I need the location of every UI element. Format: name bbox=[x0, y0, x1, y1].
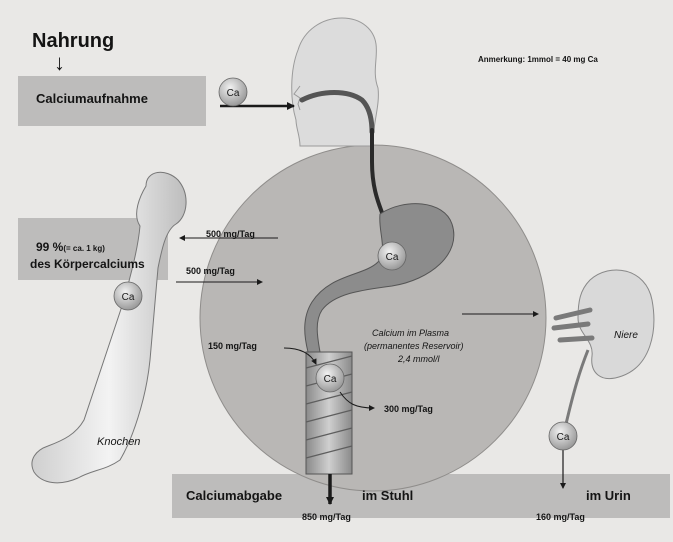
bone-percent-detail: (= ca. 1 kg) bbox=[63, 244, 105, 253]
plasma-label-line3: 2,4 mmol/l bbox=[398, 354, 440, 364]
secretion-flow-label: 300 mg/Tag bbox=[384, 404, 433, 414]
absorption-flow-label: 150 mg/Tag bbox=[208, 341, 257, 351]
plasma-reservoir-circle bbox=[200, 145, 546, 491]
ca-symbol: Ca bbox=[227, 88, 240, 99]
bone-in-flow-label: 500 mg/Tag bbox=[186, 266, 235, 276]
bone-label: Knochen bbox=[97, 436, 140, 448]
output-label: Calciumabgabe bbox=[186, 488, 282, 503]
ca-symbol: Ca bbox=[324, 374, 337, 385]
plasma-label-line1: Calcium im Plasma bbox=[372, 328, 449, 338]
arrow-down-icon: ↓ bbox=[54, 52, 65, 74]
kidney-label: Niere bbox=[614, 330, 638, 341]
bone-percent: 99 %(= ca. 1 kg) bbox=[36, 240, 105, 254]
ca-ball-bone: Ca bbox=[114, 282, 142, 310]
ca-ball-kidney: Ca bbox=[549, 422, 577, 450]
bone-percent-value: 99 % bbox=[36, 240, 63, 254]
ca-ball-intestine: Ca bbox=[316, 364, 344, 392]
kidney-illustration bbox=[554, 270, 654, 424]
intake-label: Calciumaufnahme bbox=[36, 91, 148, 106]
urine-value: 160 mg/Tag bbox=[536, 512, 585, 522]
urine-label: im Urin bbox=[586, 488, 631, 503]
ca-symbol: Ca bbox=[122, 292, 135, 303]
ca-symbol: Ca bbox=[557, 432, 570, 443]
bone-description: des Körpercalciums bbox=[30, 257, 145, 271]
unit-note: Anmerkung: 1mmol = 40 mg Ca bbox=[478, 55, 598, 64]
plasma-label-line2: (permanentes Reservoir) bbox=[364, 341, 464, 351]
stool-value: 850 mg/Tag bbox=[302, 512, 351, 522]
ca-ball-stomach: Ca bbox=[378, 242, 406, 270]
stool-label: im Stuhl bbox=[362, 488, 413, 503]
head-illustration bbox=[292, 18, 379, 146]
ca-ball-intake: Ca bbox=[219, 78, 247, 106]
diagram-title: Nahrung bbox=[32, 30, 114, 53]
bone-out-flow-label: 500 mg/Tag bbox=[206, 229, 255, 239]
ca-symbol: Ca bbox=[386, 252, 399, 263]
